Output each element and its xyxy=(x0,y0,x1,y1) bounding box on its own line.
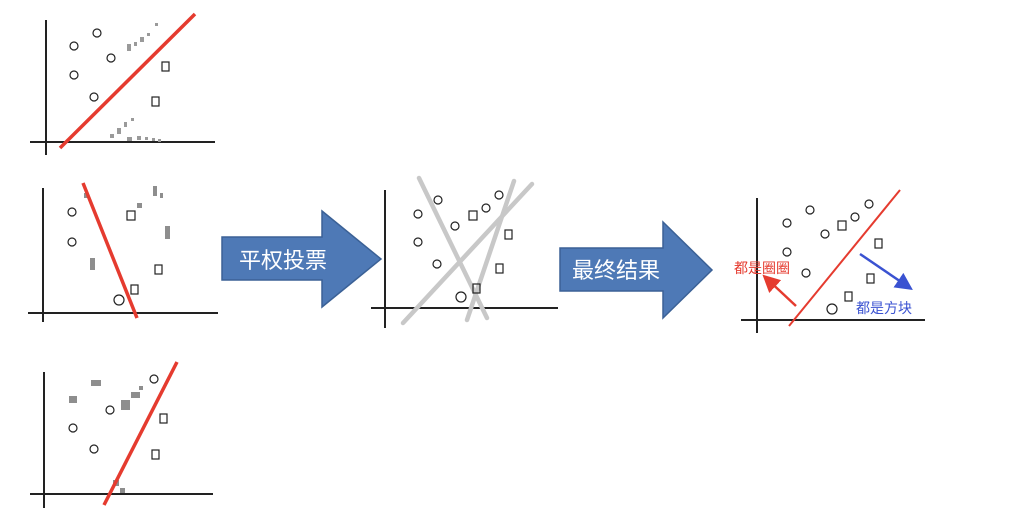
circle-points xyxy=(69,28,116,102)
vote-arrow: 平权投票 xyxy=(221,209,383,309)
result-arrow: 最终结果 xyxy=(559,220,714,320)
circles-annotation-arrow xyxy=(762,274,797,307)
vote-arrow-label: 平权投票 xyxy=(239,249,327,274)
circle-points xyxy=(413,190,504,303)
result-arrow-label: 最终结果 xyxy=(572,259,660,284)
classifier-panel-1 xyxy=(30,12,215,155)
classifier-line xyxy=(81,182,139,319)
result-panel: 都是圈圈 都是方块 xyxy=(734,189,925,333)
circles-annotation: 都是圈圈 xyxy=(734,261,790,277)
circle-points xyxy=(68,374,159,454)
classifier-panel-2 xyxy=(28,182,218,322)
vote-panel xyxy=(371,175,558,328)
blurred-points xyxy=(110,23,161,142)
decision-boundary xyxy=(788,189,901,327)
circle-points xyxy=(67,207,125,306)
square-points xyxy=(837,220,883,302)
squares-annotation: 都是方块 xyxy=(856,301,912,317)
square-points xyxy=(468,210,513,294)
square-points xyxy=(126,210,163,295)
square-points xyxy=(151,413,168,460)
blurred-points xyxy=(84,186,170,270)
square-points xyxy=(151,61,170,107)
squares-annotation-arrow xyxy=(859,252,913,290)
blurred-points xyxy=(69,380,143,493)
classifier-panel-3 xyxy=(30,361,213,508)
classifier-line xyxy=(58,12,197,150)
classifier-line xyxy=(102,361,179,506)
circle-points xyxy=(782,199,874,315)
vote-lines xyxy=(400,175,535,326)
